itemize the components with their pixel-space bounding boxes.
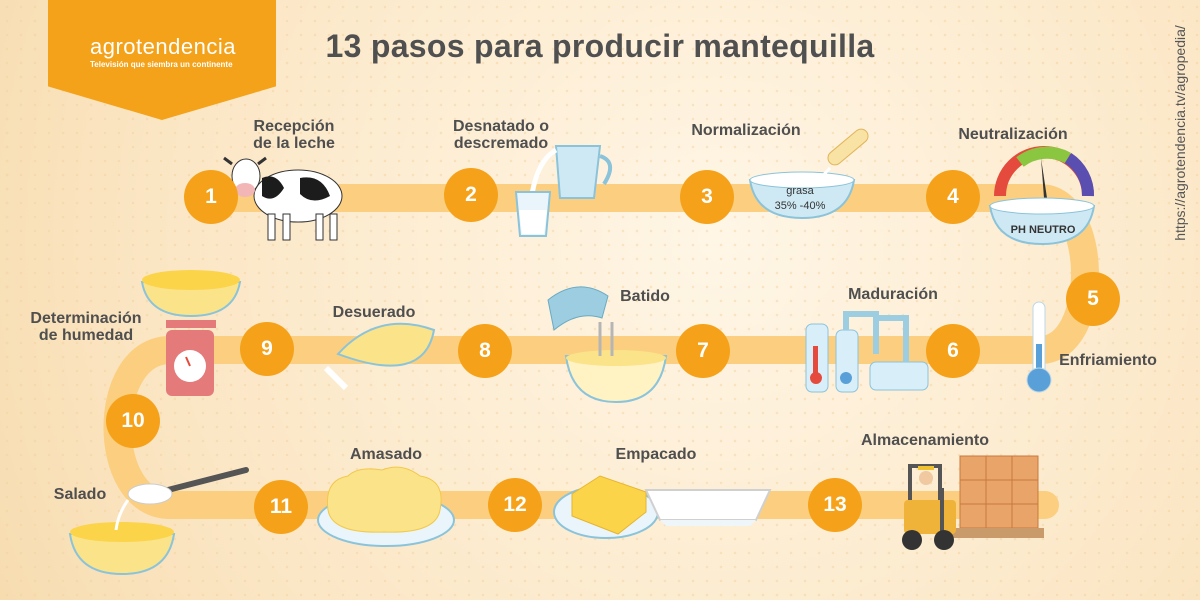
brand-logo: agrotendencia: [90, 34, 236, 59]
page-title: 13 pasos para producir mantequilla: [325, 28, 875, 64]
step-8-label: Desuerado: [332, 304, 416, 321]
step-5-label: Enfriamiento: [1059, 352, 1157, 369]
salt-spoon-icon: [68, 467, 249, 576]
cow-icon: [223, 156, 343, 241]
ph-gauge-icon: [988, 146, 1096, 246]
step-6-number: 6: [926, 324, 980, 378]
step-7-number: 7: [676, 324, 730, 378]
step-1-label-text: Recepción de la leche: [253, 118, 335, 152]
step-1-label: Recepción de la leche: [244, 118, 344, 152]
step-3-label: Normalización: [691, 122, 801, 139]
step-2-number: 2: [444, 168, 498, 222]
step-14-label: Almacenamiento: [860, 432, 990, 449]
step-13-number: 13: [808, 478, 862, 532]
draining-bowl-icon: [323, 322, 436, 391]
step-8-number: 8: [458, 324, 512, 378]
forklift-icon: [902, 455, 1044, 550]
step-2-label-text: Desnatado o descremado: [452, 118, 549, 152]
step-13-label: Empacado: [615, 446, 697, 463]
butter-plate-icon: [317, 466, 455, 547]
step-12-label: Amasado: [349, 446, 423, 463]
scale-icon: [140, 270, 242, 396]
step-3-number: 3: [680, 170, 734, 224]
fat-percent: 35% -40%: [775, 200, 826, 212]
step-7-label: Batido: [620, 288, 670, 305]
step-9-label-text: Determinación de humedad: [30, 310, 142, 344]
step-11-number: 11: [254, 480, 308, 534]
step-9-label: Determinación de humedad: [24, 310, 148, 344]
ph-label: PH NEUTRO: [1011, 224, 1076, 236]
step-4-number: 4: [926, 170, 980, 224]
step-9-number: 9: [240, 322, 294, 376]
brand-tagline: Televisión que siembra un continente: [90, 60, 233, 69]
cream-bowl-icon: [748, 128, 869, 220]
step-2-label: Desnatado o descremado: [444, 118, 558, 152]
step-6-label: Maduración: [848, 286, 938, 303]
tanks-icon: [805, 311, 929, 393]
milk-pitcher-icon: [514, 145, 612, 237]
mixer-icon: [547, 286, 668, 404]
thermometer-icon: [1026, 301, 1052, 393]
step-4-label: Neutralización: [958, 126, 1068, 143]
step-12-number: 12: [488, 478, 542, 532]
step-10-number: 10: [106, 394, 160, 448]
butter-pack-icon: [553, 475, 772, 539]
step-5-number: 5: [1066, 272, 1120, 326]
step-1-number: 1: [184, 170, 238, 224]
step-11-label: Salado: [53, 486, 107, 503]
fat-label: grasa: [786, 185, 814, 197]
